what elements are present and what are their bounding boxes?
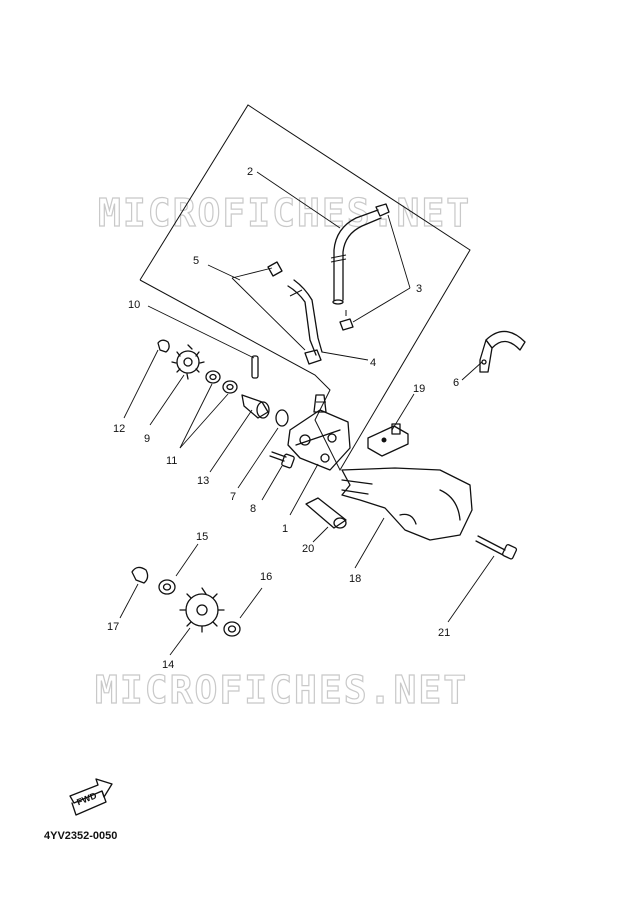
pipe-group-outline: [139, 104, 471, 472]
inlet-pipe-part-5: [267, 261, 323, 365]
callout-17: 17: [107, 621, 119, 633]
dowel-pin-part-10: [251, 355, 259, 379]
circlip-part-17: [131, 566, 149, 584]
screw-part-21: [475, 535, 518, 560]
callout-13: 13: [197, 475, 209, 487]
callout-7: 7: [230, 491, 236, 503]
leader-lines: [119, 171, 495, 656]
callout-19: 19: [413, 383, 425, 395]
bracket-part-6: [479, 330, 526, 373]
watermark-bottom: MICROFICHES.NET: [95, 668, 468, 712]
oil-pump-part-1: [287, 394, 351, 471]
callout-9: 9: [144, 433, 150, 445]
washer-part-16: [223, 621, 241, 637]
washer-part-15: [158, 579, 176, 595]
callout-2: 2: [247, 166, 253, 178]
gear-part-14: [179, 587, 225, 633]
callout-4: 4: [370, 357, 376, 369]
callout-20: 20: [302, 543, 314, 555]
diagram-code: 4YV2352-0050: [44, 830, 117, 842]
callout-16: 16: [260, 571, 272, 583]
o-ring-part-7: [275, 409, 289, 427]
callout-1: 1: [282, 523, 288, 535]
callout-14: 14: [162, 659, 174, 671]
callout-labels: 1 2 3 4 5 6 7 8 9 10 11 12 13 14 15 16 1…: [107, 166, 459, 671]
damper-part-19: [367, 423, 409, 457]
pump-cover-part-18: [341, 467, 473, 541]
washer-part-11: [205, 370, 238, 394]
circlip-part-12: [157, 339, 170, 353]
gear-part-9: [171, 344, 205, 380]
callout-18: 18: [349, 573, 361, 585]
bolt-part-8: [269, 451, 295, 469]
callout-11: 11: [166, 455, 177, 467]
callout-3: 3: [416, 283, 422, 295]
callout-21: 21: [438, 627, 450, 639]
pump-shaft-part-13: [241, 394, 270, 419]
callout-8: 8: [250, 503, 256, 515]
callout-6: 6: [453, 377, 459, 389]
callout-15: 15: [196, 531, 208, 543]
oil-hose-part-2: [330, 209, 382, 305]
hose-clip-part-3: [339, 203, 390, 331]
callout-12: 12: [113, 423, 125, 435]
grommet-part-20: [305, 497, 347, 529]
callout-5: 5: [193, 255, 199, 267]
fwd-arrow-icon: FWD: [69, 778, 113, 816]
callout-10: 10: [128, 299, 140, 311]
watermark-top: MICROFICHES.NET: [98, 191, 471, 235]
